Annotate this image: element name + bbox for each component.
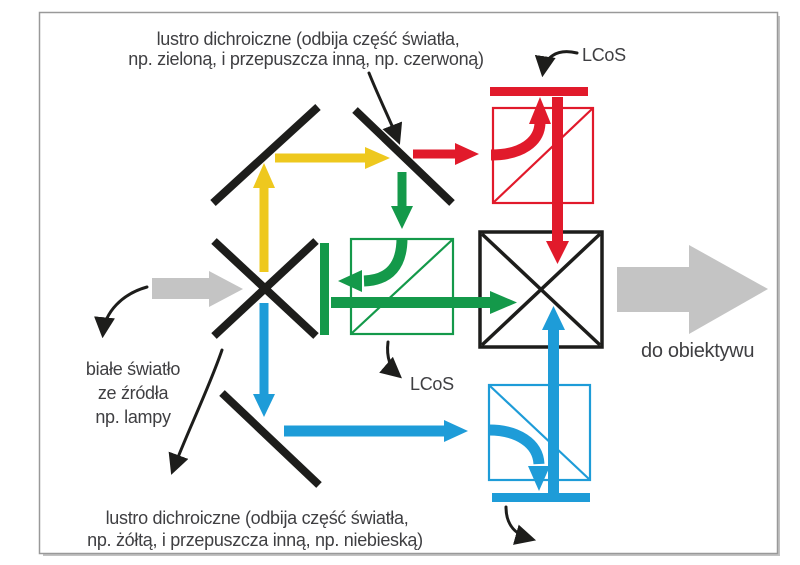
bottom-dichroic-label-line2: np. żółtą, i przepuszcza inną, np. niebi… bbox=[87, 530, 423, 550]
blue-up-arrowhead bbox=[542, 306, 565, 330]
white-light-input-arrow bbox=[152, 271, 243, 307]
red-curve bbox=[490, 121, 546, 161]
white-light-arrowhead bbox=[209, 271, 243, 307]
blue-beam-right-arrow bbox=[284, 420, 468, 442]
white-light-label-line1: białe światło bbox=[86, 359, 180, 379]
top-dichroic-callout-arrow bbox=[367, 71, 403, 145]
blue-down-arrowhead bbox=[253, 394, 275, 417]
dichroic-mirrors bbox=[210, 104, 455, 488]
white-light-callout-arrow bbox=[94, 285, 149, 339]
crossed-dichroic-mirror-b bbox=[211, 238, 319, 339]
green-curved-beam-arrow bbox=[338, 237, 408, 292]
green-down-arrowhead bbox=[391, 206, 413, 229]
combiner-outline bbox=[478, 230, 604, 349]
lcos-label-middle: LCoS bbox=[410, 374, 454, 394]
white-light-label-line3: np. lampy bbox=[95, 407, 171, 427]
green-right-shaft bbox=[331, 297, 490, 308]
blue-beam-up-arrow bbox=[542, 306, 565, 493]
green-lcos-panel bbox=[320, 243, 329, 335]
green-beam-right-arrow bbox=[331, 291, 517, 314]
green-curve-arrowhead bbox=[338, 270, 362, 292]
red-cube-diagonal bbox=[493, 108, 593, 203]
red-beam-right-arrow bbox=[413, 143, 479, 165]
yellow-right-shaft bbox=[275, 153, 367, 163]
bottom-dichroic-label-line1: lustro dichroiczne (odbija część światła… bbox=[106, 508, 409, 528]
blue-lcos-callout-arrow bbox=[504, 505, 537, 545]
blue-lcos-panel bbox=[492, 493, 590, 502]
red-right-shaft bbox=[413, 149, 457, 159]
green-down-shaft bbox=[397, 172, 407, 208]
top-dichroic-label-line2: np. zieloną, i przepuszcza inną, np. cze… bbox=[128, 49, 483, 69]
top-left-mirror bbox=[210, 104, 321, 206]
blue-right-arrowhead bbox=[444, 420, 468, 442]
red-down-arrowhead bbox=[546, 241, 569, 264]
red-down-shaft bbox=[552, 97, 563, 241]
blue-curve-arrowhead bbox=[528, 466, 550, 491]
lcos-middle-callout-arrow bbox=[379, 340, 402, 379]
blue-up-shaft bbox=[548, 330, 559, 493]
red-curve-arrowhead bbox=[529, 97, 551, 124]
green-beam-down-arrow bbox=[391, 172, 413, 229]
red-lcos-panel bbox=[490, 87, 588, 96]
red-beam-down-arrow bbox=[546, 97, 569, 264]
green-right-arrowhead bbox=[490, 291, 517, 314]
yellow-up-shaft bbox=[259, 186, 269, 272]
white-light-label-line2: ze źródła bbox=[98, 383, 170, 403]
red-right-arrowhead bbox=[455, 143, 479, 165]
combiner-prism-cube bbox=[478, 230, 604, 349]
combiner-diagonal-b bbox=[480, 232, 602, 347]
yellow-beam-up-arrow bbox=[253, 163, 275, 272]
yellow-beam-right-arrow bbox=[275, 147, 390, 169]
bottom-dichroic-callout-arrow bbox=[168, 348, 224, 475]
top-right-dichroic-mirror bbox=[352, 107, 455, 206]
lcos-top-callout-arrow bbox=[534, 50, 579, 78]
yellow-up-arrowhead bbox=[253, 163, 275, 188]
white-light-shaft bbox=[152, 278, 209, 299]
output-light-shaft bbox=[617, 267, 689, 312]
yellow-right-arrowhead bbox=[365, 147, 390, 169]
green-cube-diagonal bbox=[351, 239, 453, 334]
blue-curve bbox=[488, 424, 545, 465]
blue-right-shaft bbox=[284, 425, 446, 437]
lcos-label-top: LCoS bbox=[582, 45, 626, 65]
output-label: do obiektywu bbox=[641, 340, 754, 362]
blue-curved-beam-arrow bbox=[488, 424, 550, 491]
blue-cube-diagonal bbox=[489, 385, 590, 480]
bottom-mirror bbox=[219, 390, 322, 488]
blue-down-shaft bbox=[259, 303, 269, 396]
blue-beam-down-arrow bbox=[253, 303, 275, 417]
green-curve bbox=[363, 237, 408, 287]
red-curved-beam-arrow bbox=[490, 97, 551, 161]
output-light-arrow bbox=[617, 245, 768, 334]
top-dichroic-label-line1: lustro dichroiczne (odbija część światła… bbox=[157, 29, 460, 49]
output-light-arrowhead bbox=[689, 245, 768, 334]
